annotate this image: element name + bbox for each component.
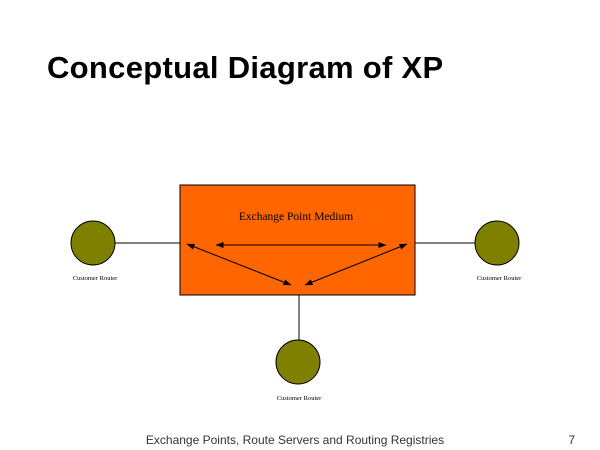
customer-router-left-label: Customer Router [73,275,118,282]
arrow-right-bottom [304,243,408,286]
customer-router-right-label: Customer Router [477,275,522,282]
arrow-left-bottom [186,243,292,286]
customer-router-right [474,220,520,266]
page-number: 7 [568,433,575,447]
customer-router-left [70,220,116,266]
slide-footer: Exchange Points, Route Servers and Routi… [145,433,445,447]
exchange-point-medium [179,184,416,296]
exchange-point-medium-label: Exchange Point Medium [239,211,353,223]
customer-router-bottom [275,339,321,385]
customer-router-bottom-label: Customer Router [277,395,322,402]
slide-title: Conceptual Diagram of XP [47,50,444,85]
